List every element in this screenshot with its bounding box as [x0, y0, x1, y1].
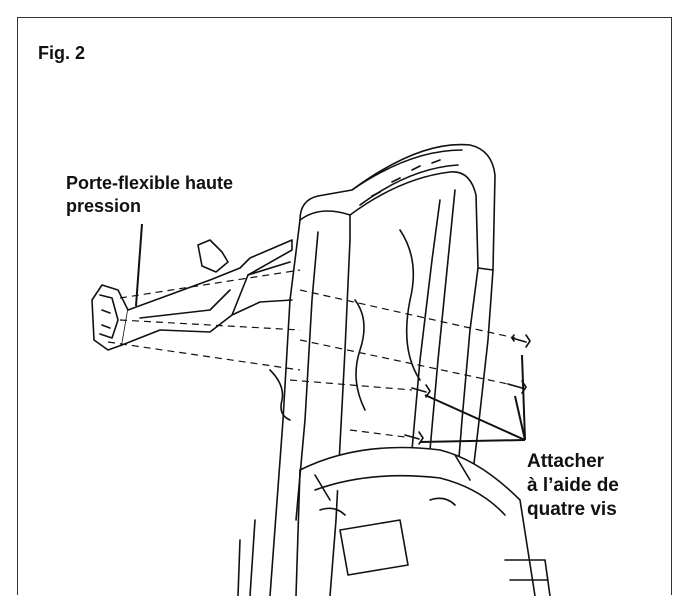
attach-screws-callout: Attacher à l’aide de quatre vis: [527, 451, 619, 520]
hose-holder-callout: Porte-flexible haute pression: [66, 173, 234, 216]
figure-label: Fig. 2: [38, 43, 86, 63]
leader-lines: [135, 223, 526, 443]
figure-frame: [17, 17, 672, 595]
alignment-lines: [107, 269, 516, 438]
hose-holder-part: [91, 239, 293, 351]
base-body: [237, 446, 551, 596]
